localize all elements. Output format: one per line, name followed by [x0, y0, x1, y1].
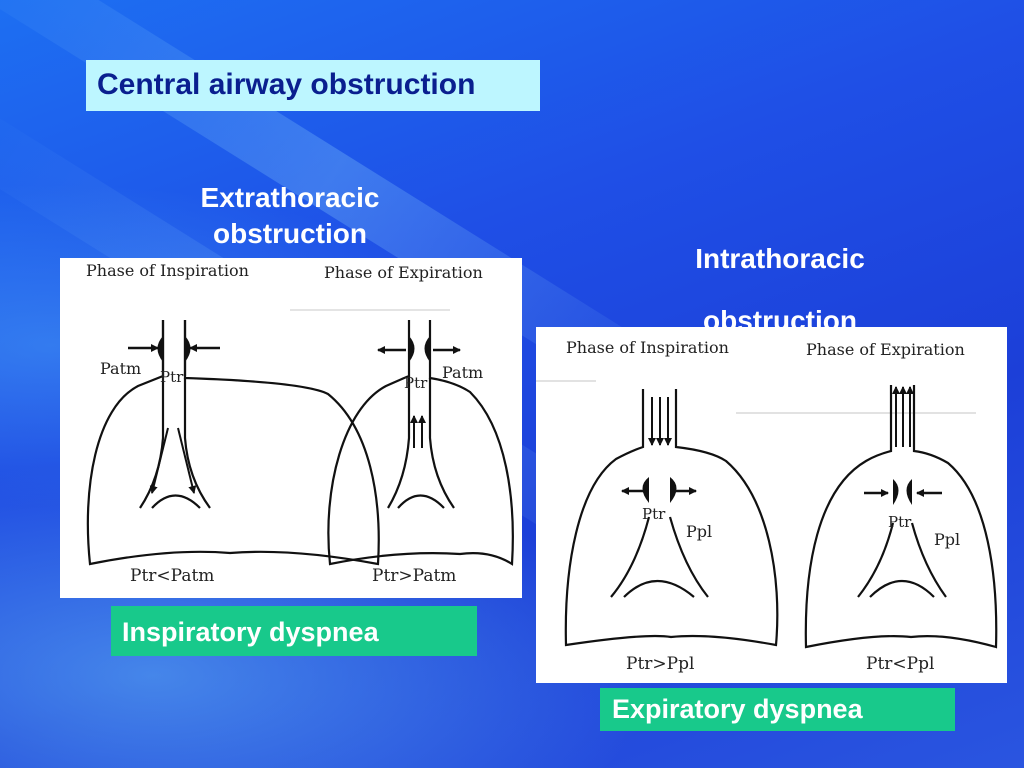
relation-expiration: Ptr<Ppl [866, 654, 934, 674]
lung-expiration [327, 320, 514, 566]
ptr-label: Ptr [642, 505, 666, 523]
extrathoracic-diagram-panel: Phase of Inspiration Patm Ptr Ptr<Patm P… [60, 258, 522, 598]
relation-inspiration: Ptr<Patm [130, 566, 214, 586]
extrathoracic-heading-line2: obstruction [213, 218, 367, 250]
lung-inspiration [564, 389, 779, 647]
patm-label: Patm [100, 359, 141, 378]
airflow-arrow [177, 427, 197, 494]
intrathoracic-diagram-panel: Phase of Inspiration Ptr Ppl Ptr>Ppl Pha… [536, 327, 1007, 683]
intrathoracic-diagram: Phase of Inspiration Ptr Ppl Ptr>Ppl Pha… [536, 338, 998, 674]
constriction-right [185, 336, 191, 362]
airflow-arrow [149, 427, 169, 494]
constriction-left [157, 336, 163, 362]
ptr-label: Ptr [888, 513, 912, 531]
ppl-label: Ppl [686, 522, 712, 541]
ppl-label: Ppl [934, 530, 960, 549]
phase-inspiration-label: Phase of Inspiration [86, 261, 249, 280]
lung-inspiration [86, 320, 380, 566]
expiratory-dyspnea-label: Expiratory dyspnea [600, 688, 955, 731]
intrathoracic-heading-line1: Intrathoracic [695, 243, 865, 274]
ptr-label: Ptr [160, 368, 184, 386]
dilation-left [409, 336, 415, 362]
lung-expiration [804, 385, 998, 649]
constriction-right [906, 479, 912, 505]
constriction-left [893, 479, 899, 505]
phase-expiration-label: Phase of Expiration [324, 263, 483, 282]
slide-title: Central airway obstruction [86, 60, 540, 111]
extrathoracic-heading: Extrathoracic obstruction [150, 180, 430, 253]
inspiratory-dyspnea-label: Inspiratory dyspnea [111, 606, 477, 656]
extrathoracic-heading-line1: Extrathoracic [200, 182, 380, 213]
relation-expiration: Ptr>Patm [372, 566, 456, 586]
ptr-label: Ptr [404, 374, 428, 392]
intrathoracic-heading: Intrathoracic obstruction [640, 228, 920, 351]
extrathoracic-diagram: Phase of Inspiration Patm Ptr Ptr<Patm P… [86, 261, 514, 586]
relation-inspiration: Ptr>Ppl [626, 654, 694, 674]
patm-label: Patm [442, 363, 483, 382]
dilation-right [424, 336, 430, 362]
phase-inspiration-label: Phase of Inspiration [566, 338, 729, 357]
phase-expiration-label: Phase of Expiration [806, 340, 965, 359]
